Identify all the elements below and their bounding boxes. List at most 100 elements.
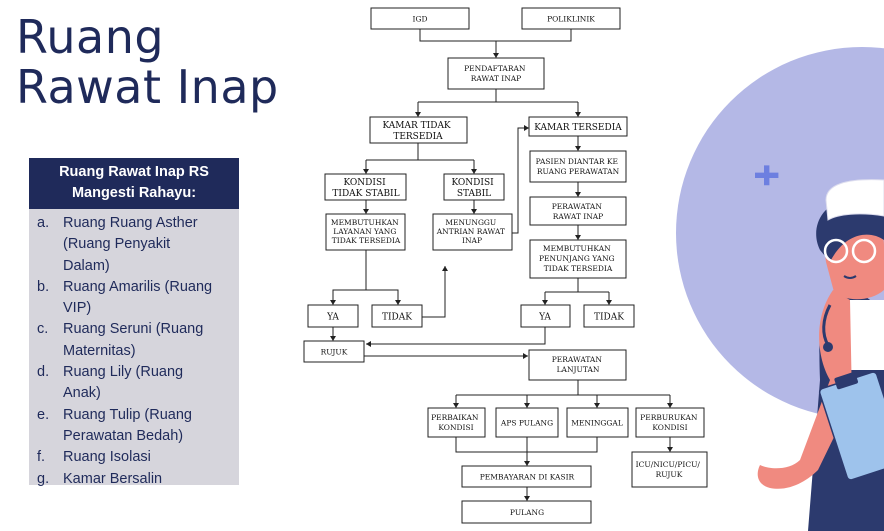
node-perbaikan-kondisi: PERBAIKAN KONDISI	[431, 413, 481, 432]
room-list-marker: g.	[37, 470, 50, 487]
node-membutuhkan-penunjang: MEMBUTUHKAN PENUNJANG YANG TIDAK TERSEDI…	[539, 244, 617, 273]
node-kondisi-stabil: KONDISI STABIL	[451, 178, 496, 199]
room-list-text-line: Ruang Ruang Asther	[63, 215, 198, 231]
node-pendaftaran: PENDAFTARAN RAWAT INAP	[464, 64, 528, 83]
node-poliklinik-box	[521, 7, 621, 30]
node-perbaikan-kondisi-box	[427, 407, 486, 438]
node-tidak-right: TIDAK	[594, 313, 624, 323]
node-kamar-tidak-box	[369, 116, 468, 144]
nurse-illustration	[676, 47, 884, 531]
node-menunggu-antrian: MENUNGGU ANTRIAN RAWAT INAP	[436, 218, 507, 245]
node-perawatan-lanjutan-box	[528, 349, 627, 381]
room-list-panel: Ruang Rawat Inap RS Mangesti Rahayu: a. R…	[29, 158, 239, 487]
room-list-marker: d.	[37, 364, 50, 381]
clipboard-clip	[834, 372, 859, 390]
node-aps-pulang: APS PULANG	[500, 419, 553, 428]
node-ya-right-box	[520, 304, 571, 328]
room-list-heading-line1: Ruang Rawat Inap RS	[59, 164, 209, 180]
node-meninggal-box	[566, 407, 629, 438]
room-list-marker: e.	[37, 406, 50, 423]
room-list-text-line: Ruang Lily (Ruang	[63, 364, 184, 381]
node-pasien-diantar: PASIEN DIANTAR KE RUANG PERAWATAN	[536, 157, 621, 176]
node-pendaftaran-box	[447, 57, 545, 90]
page-title: Ruang Rawat Inap	[16, 12, 279, 112]
room-list-text-line: Maternitas)	[63, 342, 136, 359]
node-aps-pulang-box	[495, 407, 559, 438]
room-list-text-line: Ruang Isolasi	[63, 449, 151, 466]
nurse-mouth	[843, 275, 857, 279]
node-menunggu-antrian-box	[432, 213, 513, 251]
node-poliklinik: POLIKLINIK	[547, 15, 595, 24]
room-list-heading: Ruang Rawat Inap RS Mangesti Rahayu:	[29, 158, 239, 209]
node-pulang-box	[461, 500, 592, 524]
medical-cross-icon	[755, 165, 779, 186]
node-tidak-left: TIDAK	[382, 313, 412, 323]
node-kondisi-tidak-stabil-box	[324, 173, 407, 201]
nurse-arm	[757, 290, 852, 489]
room-list-item: f. Ruang Isolasi	[37, 447, 235, 468]
room-list-text: Kamar Bersalin	[63, 469, 235, 490]
node-membutuhkan-layanan-box	[325, 213, 406, 251]
room-list-text-line: Dalam)	[63, 257, 110, 274]
room-list-heading-line2: Mangesti Rahayu:	[71, 185, 197, 201]
node-kondisi-stabil-box	[443, 173, 505, 201]
room-list-text-line: Ruang Seruni (Ruang	[63, 321, 204, 338]
node-pulang: PULANG	[510, 508, 544, 517]
node-tidak-right-box	[583, 304, 635, 328]
node-perawatan-rawat-inap: PERAWATAN RAWAT INAP	[552, 202, 605, 221]
node-meninggal: MENINGGAL	[571, 419, 623, 428]
node-ya-left-box	[307, 304, 359, 328]
node-pembayaran-box	[461, 465, 592, 488]
room-list-text-line: Anak)	[63, 385, 101, 402]
room-list-marker: c.	[37, 321, 49, 338]
room-list-marker: b.	[37, 278, 50, 295]
room-list-marker: a.	[37, 215, 50, 231]
room-list-text-line: Ruang Tulip (Ruang	[63, 406, 192, 423]
node-membutuhkan-layanan: MEMBUTUHKAN LAYANAN YANG TIDAK TERSEDIA	[331, 218, 401, 245]
node-perburukan-kondisi-box	[635, 407, 705, 438]
glasses-right	[851, 238, 877, 264]
room-list-marker: f.	[37, 449, 46, 466]
room-list-text: Ruang Isolasi	[63, 447, 235, 468]
flow-arrowheads	[330, 53, 673, 501]
page-title-line1: Ruang	[16, 10, 165, 64]
flow-connectors	[332, 29, 671, 501]
node-membutuhkan-penunjang-box	[529, 239, 627, 279]
room-list-text-line: Perawatan Bedah)	[63, 427, 184, 444]
node-kamar-tidak-tersedia: KAMAR TIDAK TERSEDIA	[382, 121, 453, 142]
node-ya-right: YA	[538, 313, 551, 323]
room-list-text-line: Kamar Bersalin	[63, 470, 163, 487]
stethoscope-head	[823, 342, 833, 352]
node-perawatan-lanjutan: PERAWATAN LANJUTAN	[552, 355, 605, 374]
nurse-cap	[825, 179, 884, 221]
node-ya-left: YA	[326, 313, 339, 323]
node-igd: IGD	[413, 15, 428, 24]
node-kamar-tersedia-box	[528, 116, 628, 137]
node-perawatan-rawat-inap-box	[529, 196, 627, 226]
room-list-text-line: VIP)	[63, 300, 92, 317]
node-igd-box	[370, 7, 470, 30]
room-list-text-line: Ruang Amarilis (Ruang	[63, 278, 213, 295]
node-icu-box	[631, 451, 708, 488]
node-pembayaran-kasir: PEMBAYARAN DI KASIR	[480, 473, 575, 482]
node-perburukan-kondisi: PERBURUKAN KONDISI	[640, 413, 700, 432]
room-list-item: g. Kamar Bersalin	[37, 469, 235, 490]
page-title-line2: Rawat Inap	[16, 60, 279, 114]
node-icu-rujuk: ICU/NICU/PICU/ RUJUK	[636, 460, 703, 479]
room-list-text-line: (Ruang Penyakit	[63, 236, 171, 253]
glasses-left	[823, 238, 849, 264]
node-tidak-left-box	[371, 304, 423, 328]
node-rujuk-box	[303, 340, 365, 363]
